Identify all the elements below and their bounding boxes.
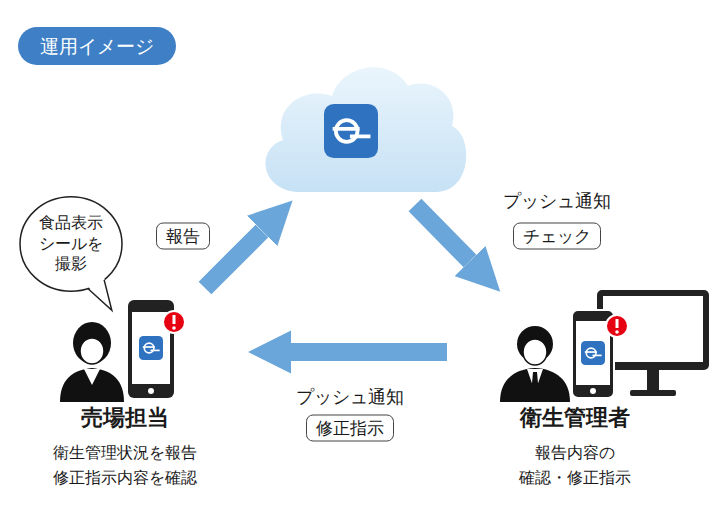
alert-mark (173, 315, 176, 324)
home-button (148, 388, 154, 394)
monitor-base (630, 390, 676, 396)
push-arrow (415, 205, 470, 261)
text-line: 売場担当 (81, 403, 169, 433)
text-line: 確認・修正指示 (519, 466, 631, 491)
report-arrow (205, 231, 262, 288)
body (500, 368, 570, 402)
alert-badge (163, 311, 185, 333)
collar (84, 369, 100, 385)
app-icon (581, 341, 605, 365)
text-line: 報告内容の (519, 441, 631, 466)
manager-phone (572, 310, 628, 398)
app-icon (139, 336, 163, 360)
text-line: 衛生管理状況を報告 (53, 441, 197, 466)
alert-dot (172, 326, 176, 330)
alert-mark (616, 319, 619, 328)
node-body: 報告内容の 確認・修正指示 (519, 441, 631, 491)
tie (532, 372, 539, 394)
alert-dot (615, 330, 619, 334)
role-group: 衛生管理者報告内容の 確認・修正指示 (455, 285, 695, 505)
home-button (590, 388, 596, 394)
node-heading: 衛生管理者 (520, 403, 630, 433)
text-line: 撮影 (39, 254, 103, 275)
text-line: 衛生管理者 (520, 403, 630, 433)
app-icon (324, 104, 378, 158)
monitor-stand (647, 370, 659, 392)
bubble-tail (88, 278, 112, 310)
face (80, 338, 104, 364)
cloud (266, 67, 467, 192)
staff-phone (128, 300, 185, 398)
tag-label: 修正指示 (306, 415, 394, 442)
text-line: シールを (39, 234, 103, 255)
tag-label: チェック (513, 223, 601, 250)
face (523, 339, 547, 365)
note-label: プッシュ通知 (503, 189, 611, 213)
push-arrow (291, 343, 447, 361)
text-line: 食品表示 (39, 213, 103, 234)
title-pill: 運用イメージ (18, 27, 176, 65)
manager-figure (500, 326, 570, 402)
role-group: 売場担当衛生管理状況を報告 修正指示内容を確認 (10, 295, 240, 505)
hair (73, 322, 111, 364)
bubble-tail-line (88, 280, 112, 310)
note-label: プッシュ通知 (296, 385, 404, 409)
node-heading: 売場担当 (81, 403, 169, 433)
node-heading: 食品表示 シールを 撮影 (39, 213, 103, 275)
node-body: 衛生管理状況を報告 修正指示内容を確認 (53, 441, 197, 491)
phone-screen (576, 321, 610, 385)
speech-bubble: 食品表示 シールを 撮影 (18, 195, 124, 293)
tag-label: 報告 (156, 223, 210, 250)
staff-figure (60, 322, 124, 402)
alert-badge (606, 315, 628, 337)
body (60, 368, 124, 402)
monitor-screen (603, 296, 703, 362)
bubble-ellipse (20, 197, 122, 291)
text-line: 修正指示内容を確認 (53, 466, 197, 491)
